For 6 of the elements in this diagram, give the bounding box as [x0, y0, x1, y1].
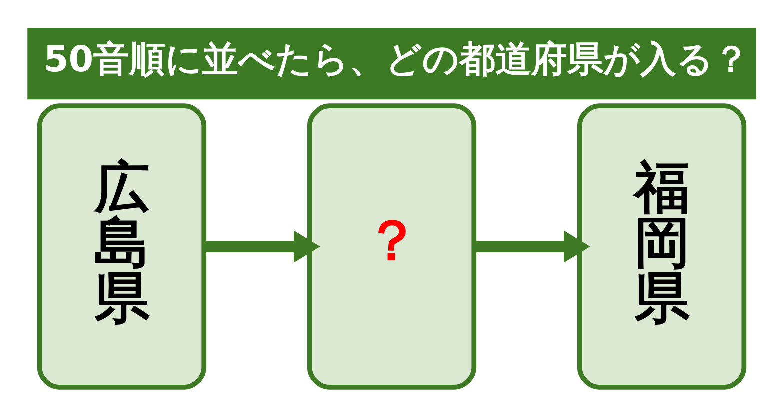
- arrow: [204, 230, 320, 262]
- node-box: 広島県: [37, 103, 207, 390]
- arrow: [474, 230, 590, 262]
- node-box: 福岡県: [577, 103, 747, 390]
- diagram-title: 50音順に並べたら、どの都道府県が入る？: [44, 38, 750, 80]
- node-box: ？: [307, 103, 477, 390]
